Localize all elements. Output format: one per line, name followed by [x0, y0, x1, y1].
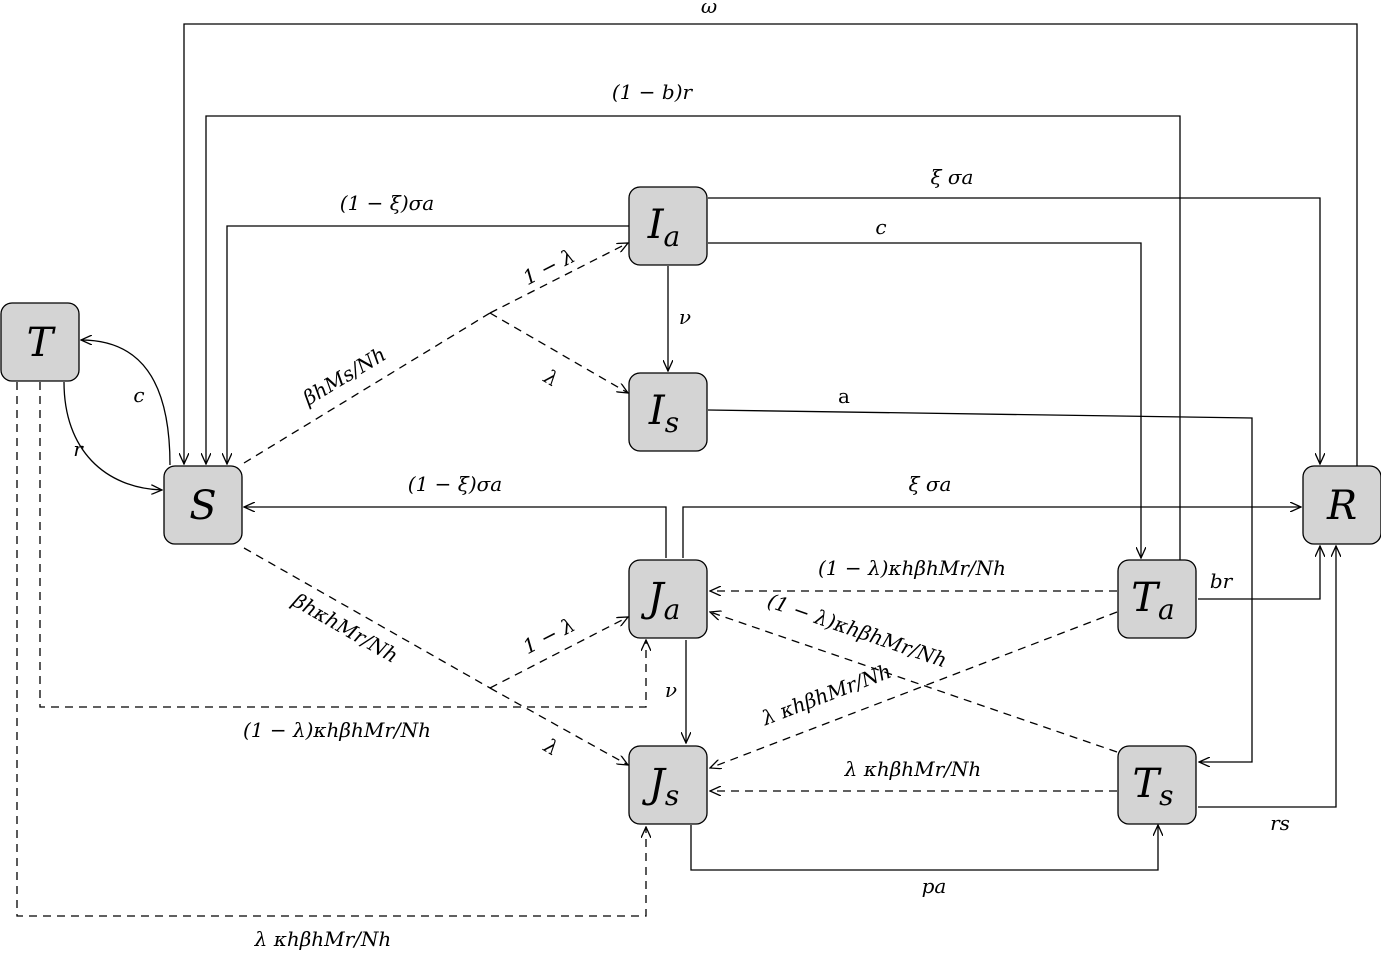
- label-kappa-cross2: λ κhβhMr/Nh: [757, 659, 894, 731]
- node-is-label: Is: [648, 388, 679, 439]
- label-kappa-left-mid: (1 − λ)κhβhMr/Nh: [243, 718, 431, 742]
- node-ts: Ts: [1117, 745, 1197, 825]
- edge-r-to-s-omega: [184, 23, 1358, 466]
- label-kappa-cross1: (1 − λ)κhβhMr/Nh: [764, 588, 950, 672]
- label-a-is-ts: a: [838, 384, 850, 408]
- label-r-t-s: r: [73, 437, 84, 461]
- edge-ta-to-js: [710, 611, 1118, 768]
- edge-ia-to-ta: [708, 242, 1141, 558]
- edge-ja-to-r: [682, 507, 1301, 558]
- label-xi-sigma-a-top: ξ σa: [931, 165, 974, 189]
- edge-ts-to-r: [1198, 546, 1336, 808]
- label-lambda-bot: λ: [539, 733, 563, 761]
- label-lambda-top: λ: [539, 364, 563, 392]
- node-ta: Ta: [1117, 559, 1197, 639]
- node-t: T: [0, 302, 80, 382]
- edge-lower-split-to-js: [489, 687, 628, 765]
- node-js: Js: [628, 745, 708, 825]
- node-s-label: S: [189, 483, 216, 529]
- label-pa: pa: [922, 874, 947, 898]
- edge-s-to-t: [81, 340, 171, 466]
- edge-lower-split-to-ja: [489, 617, 628, 689]
- label-one-minus-lambda-bot: 1 − λ: [519, 613, 579, 659]
- label-omega: ω: [701, 0, 717, 18]
- label-kappa-top-dash: (1 − λ)κhβhMr/Nh: [818, 556, 1006, 580]
- label-kappa-ts-js: λ κhβhMr/Nh: [844, 757, 982, 781]
- edge-js-to-ts: [690, 825, 1158, 871]
- edge-ta-to-r: [1198, 546, 1320, 600]
- node-ia: Ia: [628, 186, 708, 266]
- edge-is-to-ts: [707, 409, 1253, 762]
- label-nu-top: ν: [679, 305, 691, 329]
- node-r-label: R: [1326, 483, 1357, 529]
- node-ta-label: Ta: [1131, 575, 1174, 626]
- edge-s-to-lower-split: [243, 547, 491, 689]
- edge-ts-to-ja: [710, 612, 1118, 753]
- node-ja: Ja: [628, 559, 708, 639]
- edge-ia-to-r: [708, 197, 1320, 464]
- edge-ta-to-s: [206, 115, 1181, 560]
- label-r-s: rs: [1270, 811, 1290, 835]
- edge-t-to-js: [16, 382, 646, 917]
- edge-ja-to-s: [244, 507, 667, 558]
- edge-ia-to-s: [227, 225, 630, 464]
- label-nu-bot: ν: [665, 678, 677, 702]
- edge-upper-split-to-is: [489, 312, 628, 393]
- node-t-label: T: [27, 320, 57, 366]
- label-br: br: [1210, 569, 1234, 593]
- label-one-minus-lambda-top: 1 − λ: [519, 244, 579, 290]
- label-one-minus-xi-sigma-a-top: (1 − ξ)σa: [340, 191, 434, 215]
- node-r: R: [1302, 465, 1381, 545]
- node-s: S: [163, 465, 243, 545]
- label-beta-ms: βhMs/Nh: [298, 342, 390, 411]
- edge-t-to-s: [63, 381, 162, 490]
- node-ts-label: Ts: [1132, 761, 1173, 812]
- label-one-minus-b-r: (1 − b)r: [612, 80, 694, 104]
- node-ia-label: Ia: [647, 202, 681, 253]
- edge-upper-split-to-ia: [489, 243, 628, 314]
- label-c-ia-ta: c: [875, 215, 886, 239]
- label-kappa-bottom: λ κhβhMr/Nh: [254, 927, 392, 951]
- node-is: Is: [628, 372, 708, 452]
- label-one-minus-xi-sigma-a-mid: (1 − ξ)σa: [408, 472, 502, 496]
- label-c-t-s: c: [133, 383, 144, 407]
- edge-s-to-upper-split: [243, 312, 491, 464]
- edge-t-to-ja: [39, 382, 646, 708]
- label-xi-sigma-a-mid: ξ σa: [909, 472, 952, 496]
- label-beta-kappa: βhκhMr/Nh: [288, 588, 403, 668]
